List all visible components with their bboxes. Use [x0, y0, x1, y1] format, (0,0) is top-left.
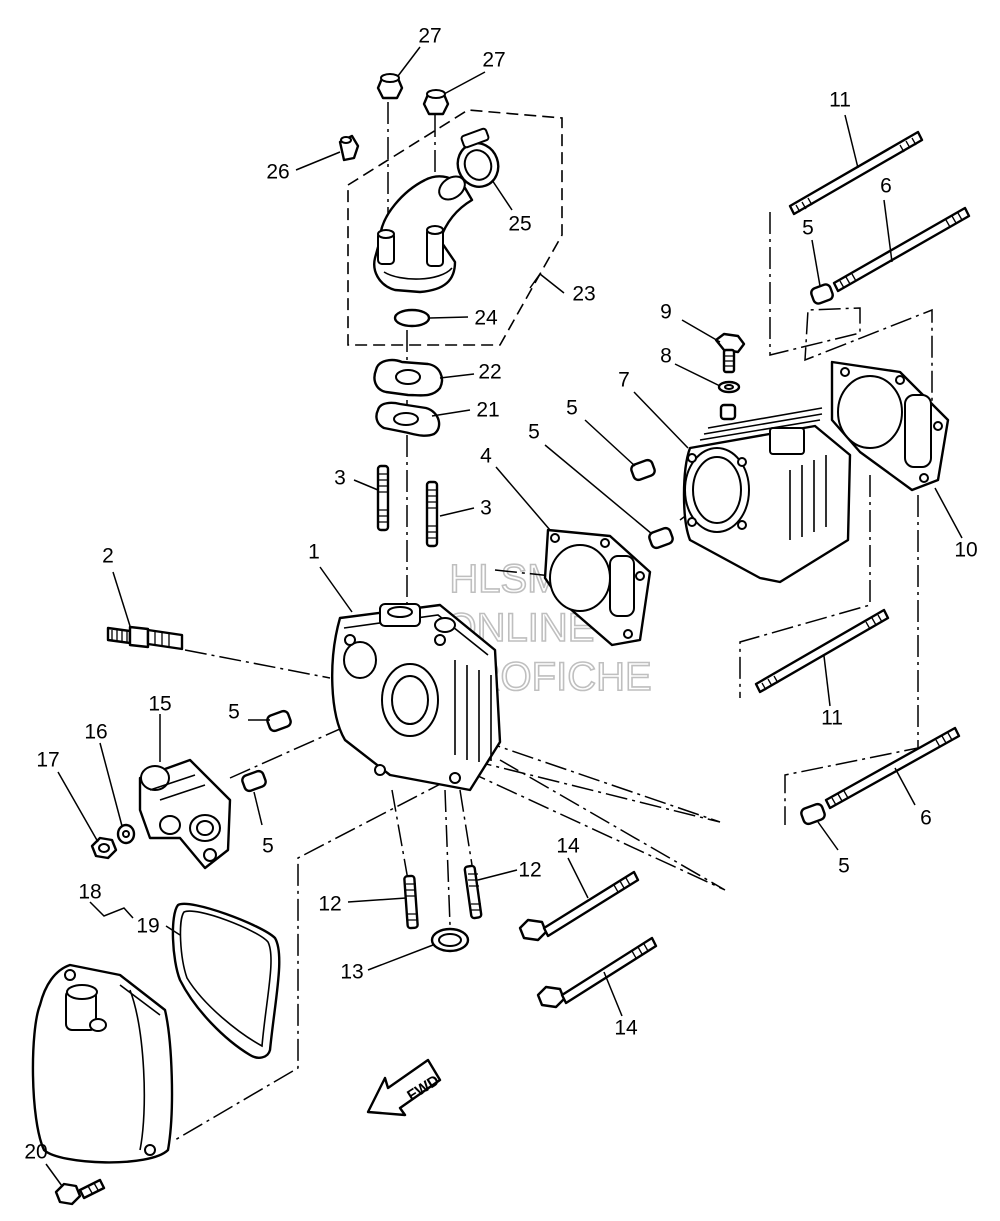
callout-labels: 1 2 3 3 4 5 5 5 5 5 5 6 6 7 8 9 10 11 11…: [24, 25, 977, 1164]
stud-bolt-11-lower: [754, 608, 890, 694]
callout-23: 23: [572, 283, 595, 306]
callout-10: 10: [954, 539, 977, 562]
o-ring-13: [430, 927, 470, 953]
bolt-9: [714, 332, 746, 374]
callout-22: 22: [478, 361, 501, 384]
dowel-under-bolt: [719, 403, 737, 421]
cylinder-base-gasket: [830, 360, 950, 492]
callout-5-cyl-lower: 5: [528, 421, 540, 444]
insulator-22: [373, 358, 444, 397]
callout-6-lower: 6: [920, 807, 932, 830]
callout-12-right: 12: [518, 859, 541, 882]
callout-2: 2: [102, 545, 114, 568]
bolt-14-lower: [536, 936, 658, 1009]
callout-20: 20: [24, 1141, 47, 1164]
callout-24: 24: [474, 307, 498, 330]
leader-lines: [45, 46, 963, 1187]
stud-bolt-12-left: [403, 874, 419, 930]
callout-5-head-upper: 5: [228, 701, 240, 724]
watermark-line-1: HLSM: [449, 557, 560, 601]
callout-11-upper: 11: [829, 89, 851, 112]
cylinder-head-cover: [31, 963, 174, 1164]
spark-plug: [106, 625, 184, 651]
callout-18: 18: [78, 881, 101, 904]
callout-15: 15: [148, 693, 171, 716]
cylinder: [682, 407, 852, 584]
dowel-pin-b: [648, 526, 674, 550]
dowel-pin-d: [266, 709, 292, 733]
callout-3-left: 3: [334, 467, 346, 490]
dowel-pin-c: [810, 283, 834, 305]
callout-14-lower: 14: [614, 1017, 638, 1040]
callout-26: 26: [266, 161, 289, 184]
stud-bolt-6-upper: [832, 206, 971, 293]
callout-19: 19: [136, 915, 159, 938]
intake-assembly-boundary: [347, 109, 563, 346]
stud-bolt-3-right: [425, 480, 439, 548]
callout-16: 16: [84, 721, 107, 744]
callout-11-lower: 11: [821, 707, 843, 730]
callout-17: 17: [36, 749, 59, 772]
o-ring-24: [393, 308, 431, 328]
dowel-pin-a: [630, 458, 656, 482]
callout-1: 1: [308, 541, 320, 564]
intake-manifold: [373, 175, 474, 294]
stud-bolt-6-lower: [824, 726, 961, 810]
callout-7: 7: [618, 369, 630, 392]
fwd-direction-marker: FWD: [366, 1058, 442, 1117]
rocker-arm-holder: [138, 758, 232, 870]
callout-8: 8: [660, 345, 672, 368]
callout-25: 25: [508, 213, 531, 236]
hose-clamp: [456, 127, 500, 188]
flange-nut-right: [422, 89, 450, 116]
bolt-14-upper: [518, 870, 640, 942]
stud-bolt-11-upper: [788, 130, 924, 216]
head-cover-gasket: [171, 902, 281, 1059]
callout-27-right: 27: [482, 49, 505, 72]
callout-4: 4: [480, 445, 492, 468]
bolt-20: [54, 1178, 106, 1206]
callout-13: 13: [340, 961, 363, 984]
callout-27-left: 27: [418, 25, 441, 48]
stud-bolt-3-left: [376, 464, 390, 532]
cylinder-head-gasket: [543, 528, 652, 647]
callout-5-head-lower: 5: [262, 835, 274, 858]
callout-3-right: 3: [480, 497, 492, 520]
callout-14-upper: 14: [556, 835, 580, 858]
callout-6-upper: 6: [880, 175, 892, 198]
callout-5-base-lower: 5: [838, 855, 850, 878]
dowel-pin-f: [800, 802, 826, 826]
callout-5-base-upper: 5: [802, 217, 814, 240]
dowel-pin-e: [241, 769, 267, 793]
callout-9: 9: [660, 301, 672, 324]
fitting-26: [338, 134, 360, 162]
callout-5-cyl-upper: 5: [566, 397, 578, 420]
gasket-21: [375, 401, 441, 437]
callout-12-left: 12: [318, 893, 341, 916]
flange-nut-left: [376, 73, 404, 100]
nut-17: [90, 836, 118, 860]
cylinder-head: [331, 603, 502, 792]
stud-bolt-12-right: [463, 864, 483, 920]
callout-21: 21: [476, 399, 499, 422]
